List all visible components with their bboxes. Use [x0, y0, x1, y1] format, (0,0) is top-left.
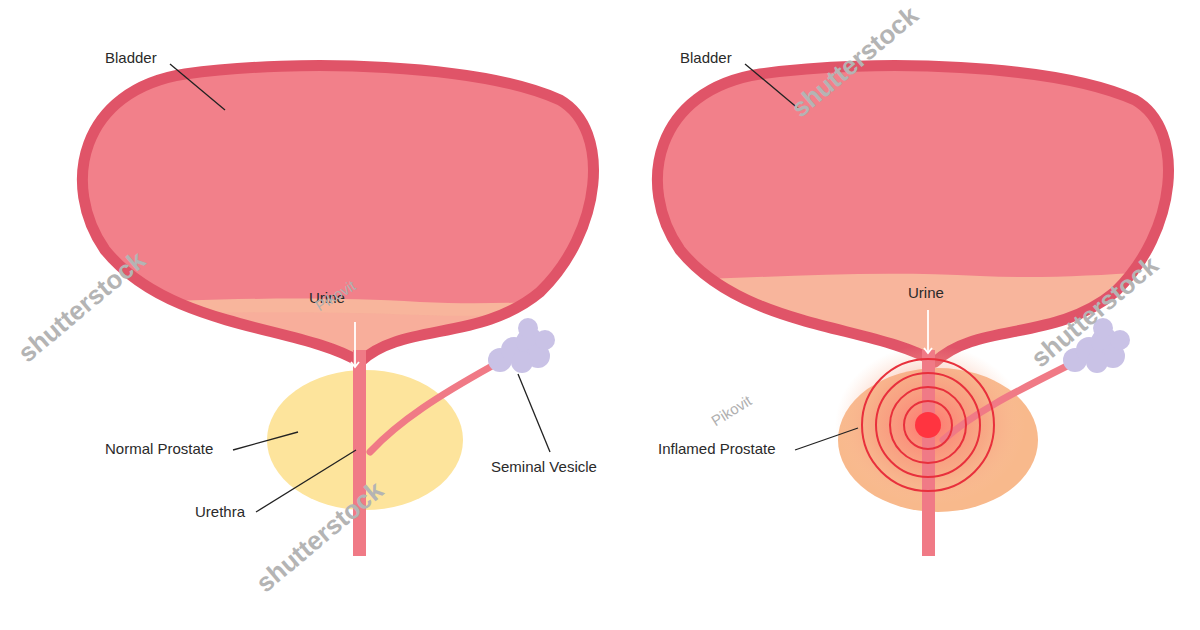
flow-arrow — [927, 310, 929, 352]
ejaculatory-duct — [943, 366, 1067, 440]
watermark: shutterstock — [12, 245, 151, 369]
fluid-label: Urine — [908, 284, 944, 302]
organ-label: Normal Prostate — [105, 440, 213, 458]
watermark: Pikovit — [708, 392, 754, 430]
normal-bladder — [60, 66, 620, 420]
seminal-vesicle — [488, 318, 555, 373]
organ-label: Seminal Vesicle — [491, 458, 597, 476]
ejaculatory-duct — [370, 366, 492, 452]
leader-lines — [170, 64, 858, 512]
organ-label: Bladder — [105, 49, 157, 67]
organ-label: Bladder — [680, 49, 732, 67]
organ-label: Inflamed Prostate — [658, 440, 776, 458]
flow-arrow — [354, 322, 356, 366]
organ-label: Urethra — [195, 503, 245, 521]
inflammation-rings — [862, 359, 994, 491]
urethra — [922, 350, 935, 556]
inflammation-center — [915, 412, 941, 438]
